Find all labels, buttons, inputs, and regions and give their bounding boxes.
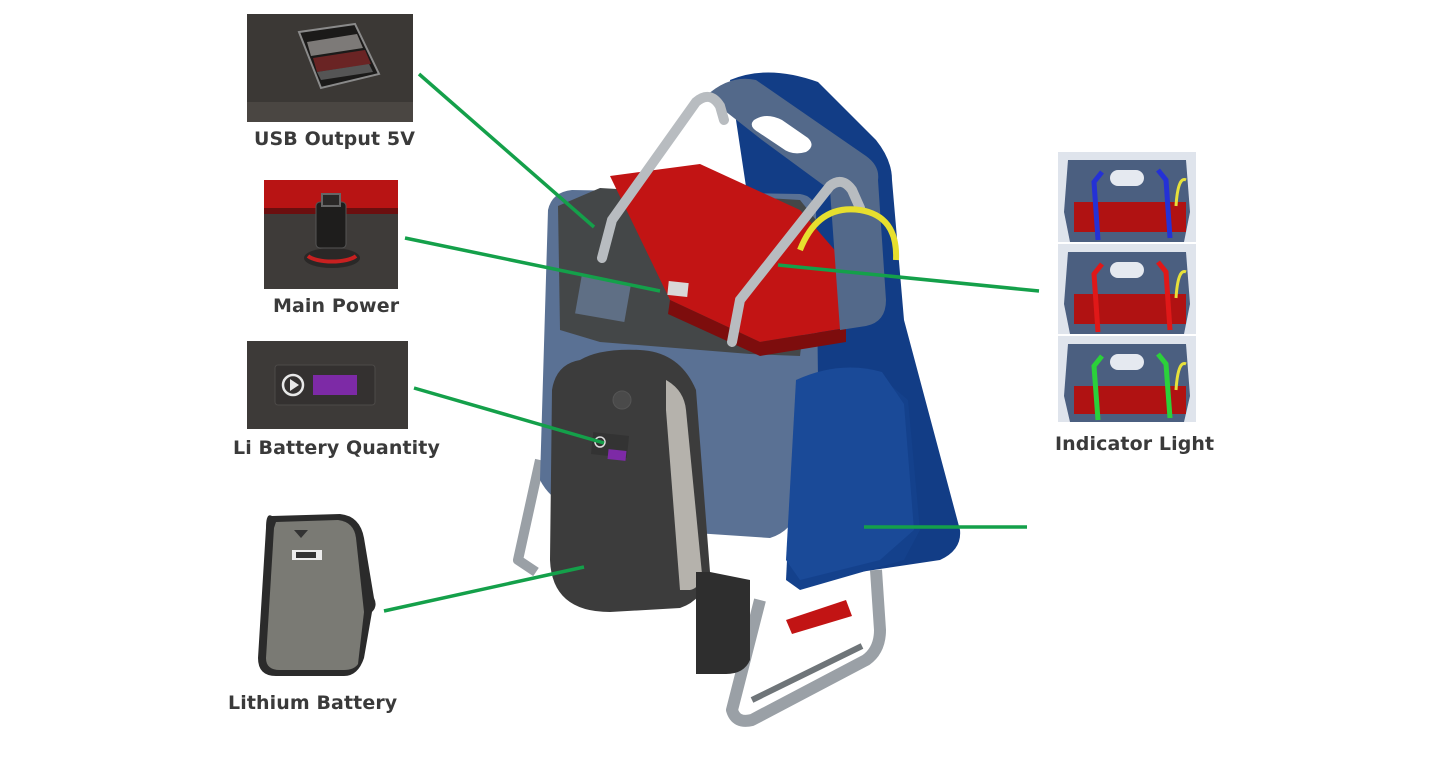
lithium-battery-label: Lithium Battery (228, 692, 398, 714)
main-power-label: Main Power (273, 295, 400, 317)
sprayer-illustration (500, 60, 980, 740)
indicator-state-blue (1058, 152, 1196, 242)
leader-line-lithium-battery (383, 565, 585, 613)
indicator-state-green (1058, 336, 1196, 422)
indicator-light-label: Indicator Light (1055, 433, 1215, 455)
leader-line-indicator-light (777, 263, 1040, 293)
leader-line-main-power (404, 236, 661, 293)
indicator-light-thumbnails (1058, 152, 1196, 422)
usb-output-thumbnail (247, 14, 413, 122)
main-power-thumbnail (264, 180, 398, 289)
leader-line-usb-output (417, 72, 596, 229)
leader-line-battery-quantity (413, 386, 605, 445)
lithium-battery-thumbnail (254, 508, 382, 680)
red-tank (610, 164, 852, 342)
battery-quantity-thumbnail (247, 341, 408, 429)
usb-output-label: USB Output 5V (254, 128, 416, 150)
indicator-state-red (1058, 244, 1196, 334)
battery-quantity-label: Li Battery Quantity (233, 437, 440, 459)
